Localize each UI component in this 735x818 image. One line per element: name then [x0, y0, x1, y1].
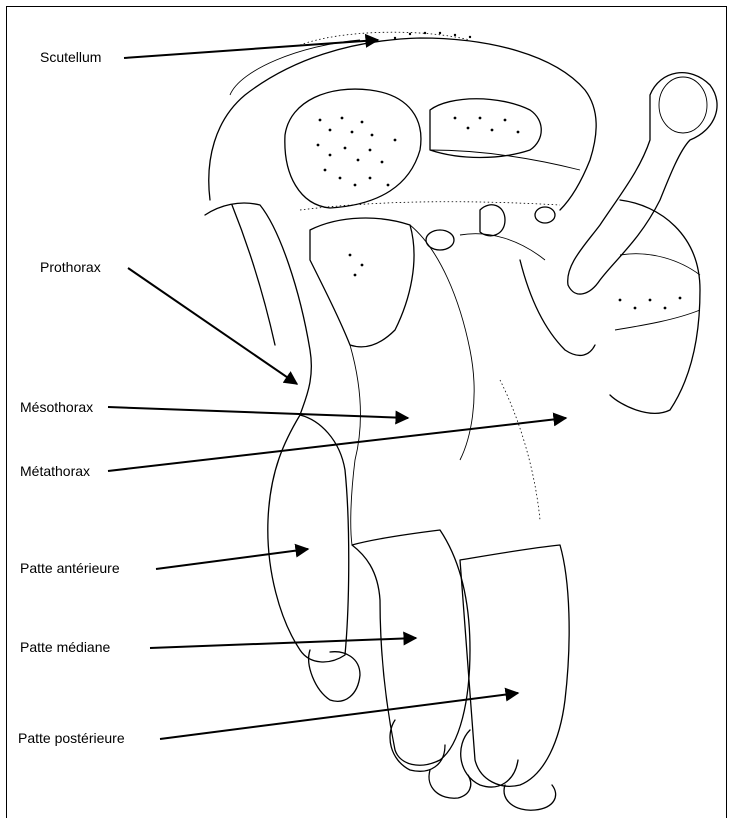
scutellum-punctures	[317, 32, 682, 310]
right-appendage	[568, 73, 717, 294]
right-body	[610, 200, 700, 413]
label-patte-anterieure: Patte antérieure	[20, 560, 120, 576]
arrow-patte-anterieure	[156, 549, 308, 569]
label-patte-mediane: Patte médiane	[20, 639, 110, 655]
right-lobe	[430, 99, 541, 158]
label-prothorax: Prothorax	[40, 259, 101, 275]
arrow-metathorax	[108, 418, 566, 471]
left-lobe	[285, 89, 421, 208]
labels: Scutellum Prothorax Mésothorax Métathora…	[18, 49, 125, 746]
arrow-patte-mediane	[150, 638, 416, 648]
arrow-patte-posterieure	[160, 693, 518, 739]
arrow-prothorax	[128, 268, 297, 384]
leader-arrows	[108, 40, 566, 739]
label-patte-posterieure: Patte postérieure	[18, 730, 125, 746]
mesothorax-shape	[310, 218, 414, 347]
arrow-mesothorax	[108, 407, 408, 418]
label-metathorax: Métathorax	[20, 463, 90, 479]
posterior-leg	[460, 545, 569, 786]
thorax-drawing	[205, 32, 717, 810]
median-leg	[352, 530, 470, 765]
label-scutellum: Scutellum	[40, 49, 101, 65]
label-mesothorax: Mésothorax	[20, 399, 93, 415]
